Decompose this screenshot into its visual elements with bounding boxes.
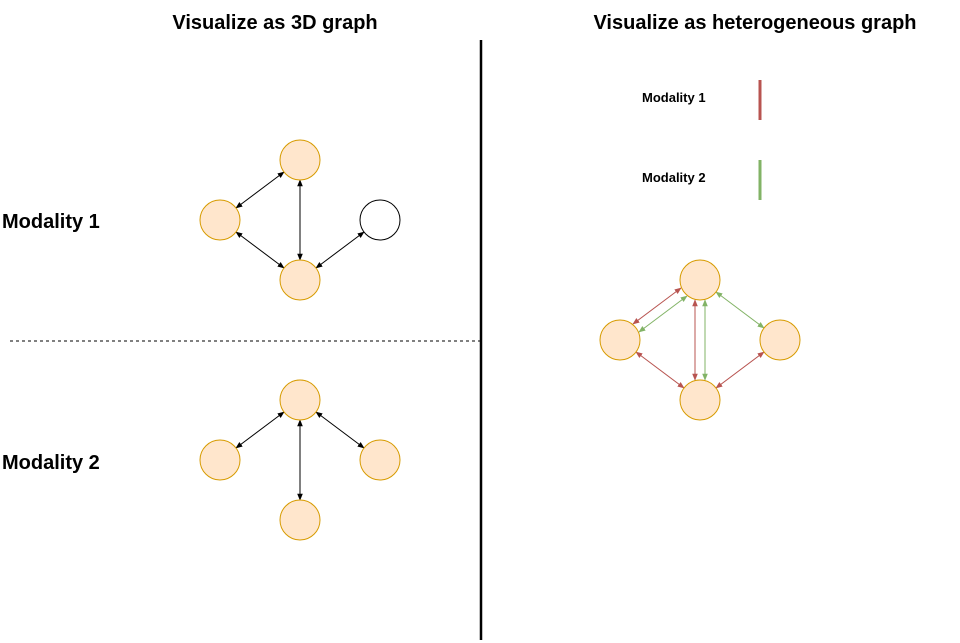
modality1-node (279, 259, 321, 301)
hetero-edge-modality1 (715, 351, 765, 389)
hetero-edge-modality1 (635, 351, 685, 389)
modality1-node (199, 199, 241, 241)
modality2-node (199, 439, 241, 481)
modality2-edge (235, 411, 285, 449)
modality1-node (279, 139, 321, 181)
right-title: Visualize as heterogeneous graph (593, 12, 916, 34)
modality1-edge (315, 231, 365, 269)
modality1-label: Modality 1 (2, 211, 100, 233)
modality1-edge (235, 171, 285, 209)
hetero-node (679, 379, 721, 421)
modality2-node (279, 379, 321, 421)
modality2-edge (315, 411, 365, 449)
modality1-edge (235, 231, 285, 269)
hetero-node (679, 259, 721, 301)
hetero-edge-modality1 (632, 287, 682, 325)
modality2-node (279, 499, 321, 541)
hetero-edge-modality2 (715, 291, 765, 329)
legend-modality2-label: Modality 2 (642, 170, 706, 185)
modality2-node (359, 439, 401, 481)
modality2-label: Modality 2 (2, 452, 100, 474)
hetero-node (759, 319, 801, 361)
legend-modality1-label: Modality 1 (642, 90, 706, 105)
left-title: Visualize as 3D graph (172, 12, 377, 34)
hetero-node (599, 319, 641, 361)
modality1-empty-node (359, 199, 401, 241)
